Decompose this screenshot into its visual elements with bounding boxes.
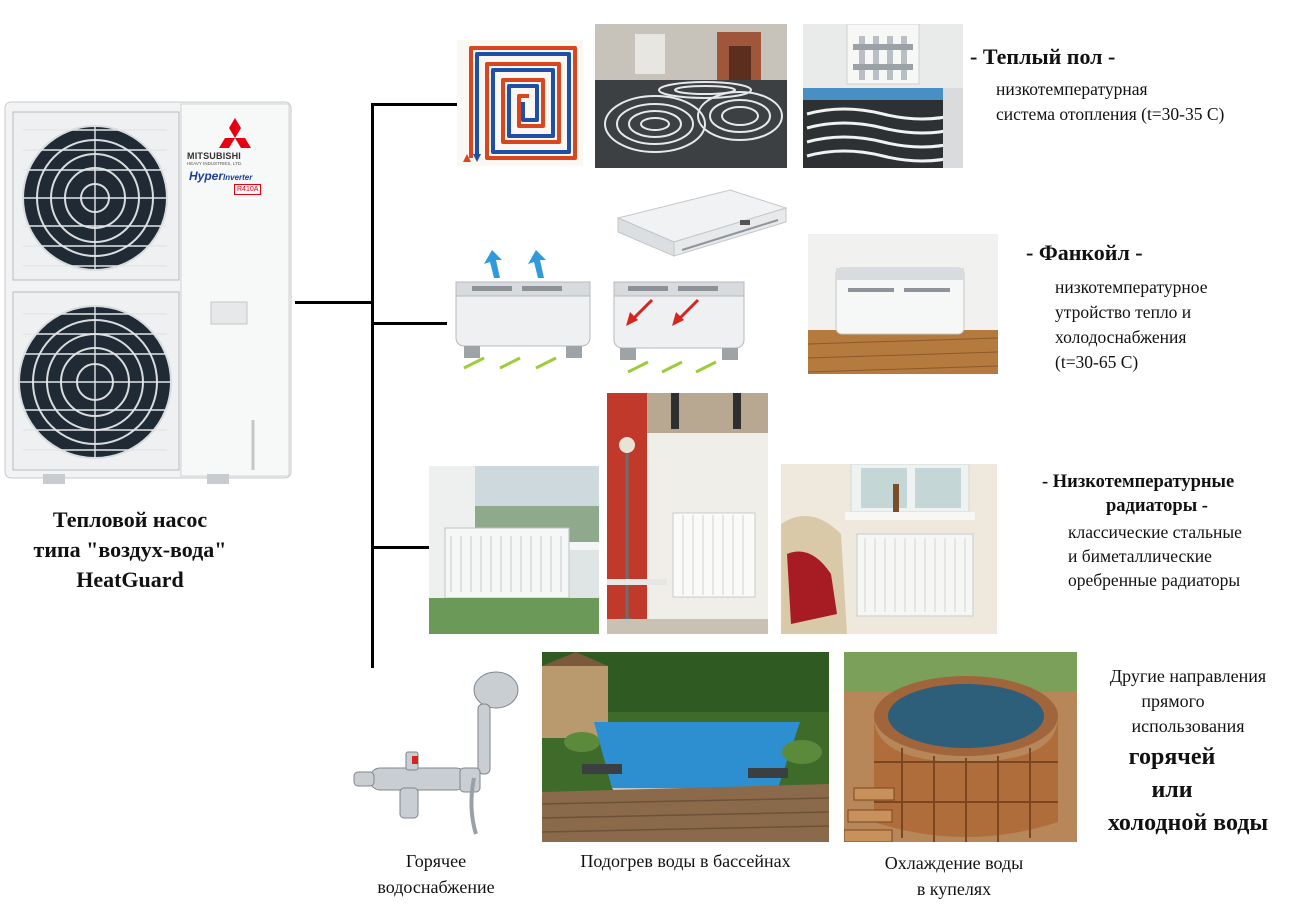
connector-warm-floor [371,103,457,106]
radiators-title-line-2: радиаторы - [1106,496,1208,516]
fancoil-desc-line-4: (t=30-65 С) [1055,352,1139,372]
radiators-desc-line-2: и биметаллические [1068,546,1212,566]
hot-water-caption-line-1: Горячее [405,851,467,871]
warm-floor-desc-line-1: низкотемпературная [996,79,1148,99]
series-inverter: Inverter [223,173,253,182]
ceiling-cassette-image [612,186,790,266]
pool-caption-line-1: Подогрев воды в бассейнах [580,851,791,871]
series-hyper: Hyper [189,169,224,183]
other-uses-line-1: Другие направления [1109,666,1267,686]
fancoil-desc-line-2: утройство тепло и [1055,302,1192,322]
radiators-title-line-1: - Низкотемпературные [1042,472,1235,492]
other-uses-bold-2: или [1151,777,1193,803]
floor-heating-photo [595,24,787,168]
other-uses-block: Другие направления прямого использования… [1088,664,1288,840]
warm-floor-desc-line-2: система отопления (t=30-35 С) [996,104,1225,124]
series-logo: HyperInverter [189,167,252,185]
other-uses-line-2: прямого [1141,691,1205,711]
pool-caption: Подогрев воды в бассейнах [542,848,829,874]
brand-sub-label: HEAVY INDUSTRIES, LTD. [187,161,243,166]
floor-manifold-photo [803,24,963,168]
radiators-title: - Низкотемпературные радиаторы - [1042,470,1234,518]
warm-floor-desc: низкотемпературная система отопления (t=… [996,77,1224,127]
radiators-desc: классические стальные и биметаллические … [1068,520,1242,592]
fancoil-room-photo [808,234,998,374]
other-uses-bold-1: горячей [1128,744,1216,770]
tub-caption-line-2: в купелях [916,879,992,899]
radiator-red-wall-photo [607,393,768,634]
connector-main [295,301,373,304]
floor-heating-diagram [457,40,583,166]
fancoil-title: - Фанкойл - [1026,240,1143,265]
fancoil-desc-line-1: низкотемпературное [1055,277,1208,297]
warm-floor-title: - Теплый пол - [970,44,1116,69]
fancoil-cooling-diagram [608,270,756,376]
refrigerant-badge: R410A [234,184,262,195]
radiators-desc-line-3: оребренные радиаторы [1068,570,1241,590]
fancoil-heating-diagram [450,248,600,372]
hot-water-caption: Горячее водоснабжение [356,848,516,900]
hot-tub-photo [844,652,1077,842]
brand-label: MITSUBISHI [187,151,242,161]
fancoil-desc: низкотемпературное утройство тепло и хол… [1055,275,1207,375]
pool-photo [542,652,829,842]
tub-caption-line-1: Охлаждение воды [884,853,1024,873]
heat-pump-title: Тепловой насос типа "воздух-вода" HeatGu… [10,505,250,595]
heat-pump-title-line-3: HeatGuard [76,567,184,592]
heat-pump-title-line-1: Тепловой насос [52,507,208,532]
shower-mixer-image [350,668,526,840]
connector-trunk [371,103,374,743]
connector-radiators [371,546,429,549]
heat-pump-unit-image [3,100,295,485]
connector-fancoil [371,322,447,325]
radiator-window-photo [429,466,599,634]
hot-water-caption-line-2: водоснабжение [377,877,495,897]
other-uses-bold-3: холодной воды [1107,810,1269,836]
heat-pump-title-line-2: типа "воздух-вода" [33,537,227,562]
radiators-desc-line-1: классические стальные [1068,522,1242,542]
fancoil-desc-line-3: холодоснабжения [1055,327,1187,347]
other-uses-line-3: использования [1131,716,1245,736]
tub-caption: Охлаждение воды в купелях [844,850,1064,902]
radiator-living-room-photo [781,464,997,634]
